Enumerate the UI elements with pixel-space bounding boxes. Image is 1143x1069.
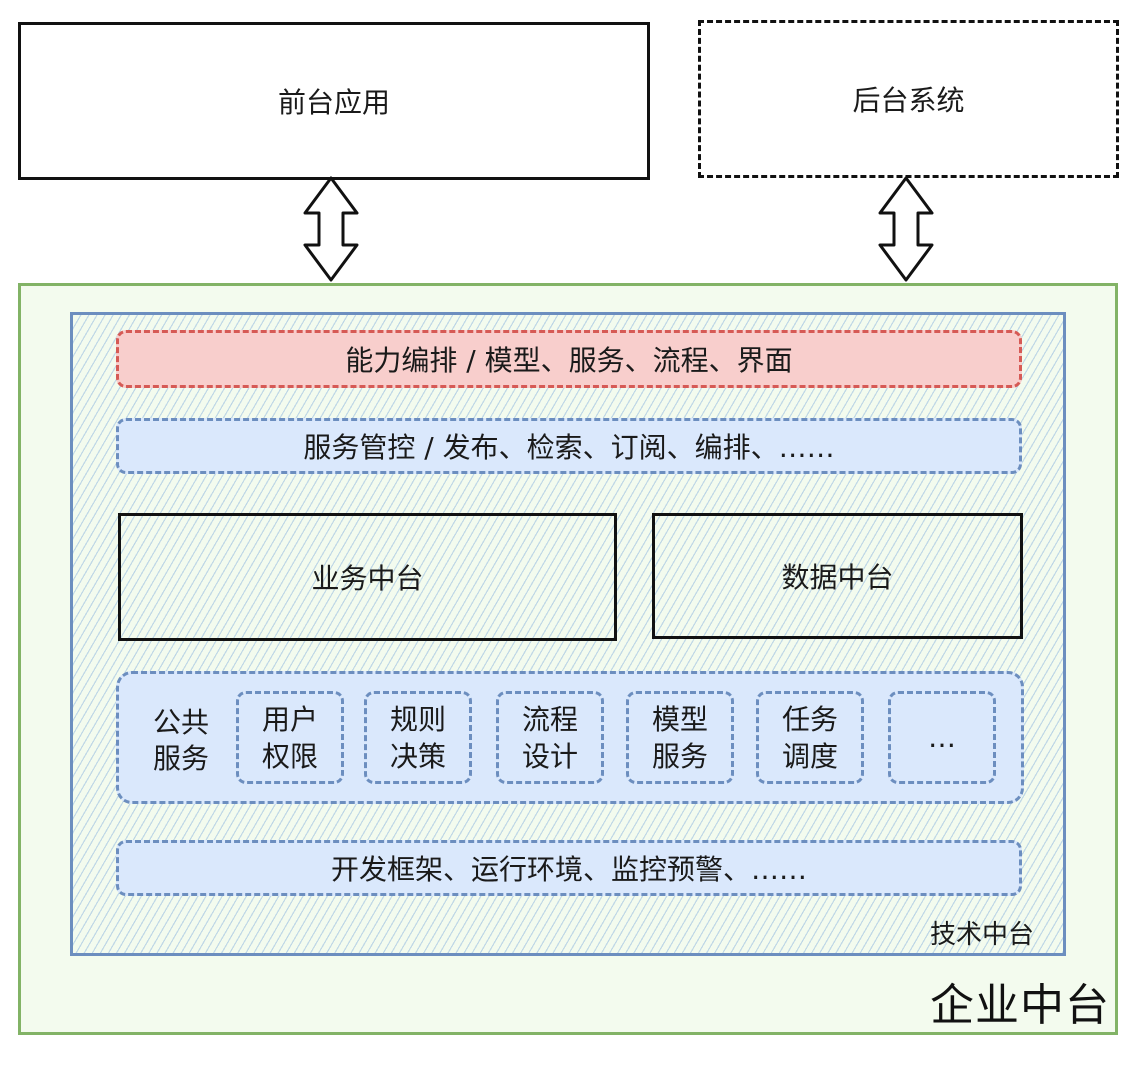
business-mid-box: 业务中台 [118, 513, 617, 641]
service-user-permission: 用户 权限 [236, 691, 344, 784]
back-system-box: 后台系统 [698, 20, 1119, 178]
service-model: 模型 服务 [626, 691, 734, 784]
service-label-line2: 服务 [651, 739, 708, 773]
orchestration-label: 能力编排 / 模型、服务、流程、界面 [345, 344, 793, 377]
front-app-box: 前台应用 [18, 22, 650, 180]
dev-framework-band: 开发框架、运行环境、监控预警、…… [116, 840, 1022, 896]
orchestration-band: 能力编排 / 模型、服务、流程、界面 [116, 330, 1022, 388]
service-task-scheduling: 任务 调度 [756, 691, 864, 784]
service-label-line2: 权限 [261, 739, 318, 773]
service-label-line1: 用户 [261, 702, 318, 736]
service-label-line2: 决策 [389, 739, 446, 773]
service-label-line2: 调度 [781, 739, 838, 773]
service-label-line1: 流程 [521, 702, 578, 736]
dev-framework-label: 开发框架、运行环境、监控预警、…… [330, 853, 807, 886]
service-label-line1: 规则 [389, 702, 446, 736]
service-control-label: 服务管控 / 发布、检索、订阅、编排、…… [303, 431, 835, 464]
common-services-label-line1: 公共 [152, 706, 209, 739]
data-mid-box: 数据中台 [652, 513, 1023, 639]
back-system-double-arrow [878, 176, 934, 282]
front-app-double-arrow [303, 176, 359, 282]
business-mid-label: 业务中台 [311, 562, 424, 595]
service-control-band: 服务管控 / 发布、检索、订阅、编排、…… [116, 418, 1022, 474]
common-services-label-line2: 服务 [152, 742, 209, 775]
service-label-line1: … [928, 721, 956, 754]
common-services-label: 公共 服务 [138, 701, 224, 781]
data-mid-label: 数据中台 [781, 561, 894, 594]
service-label-line1: 任务 [781, 702, 838, 736]
tech-platform-label: 技术中台 [930, 920, 1035, 950]
service-more: … [888, 691, 996, 784]
back-system-label: 后台系统 [852, 84, 965, 117]
service-process-design: 流程 设计 [496, 691, 604, 784]
front-app-label: 前台应用 [277, 86, 390, 119]
service-label-line2: 设计 [521, 739, 578, 773]
service-label-line1: 模型 [651, 702, 708, 736]
service-rule-decision: 规则 决策 [364, 691, 472, 784]
enterprise-platform-label: 企业中台 [930, 980, 1110, 1031]
